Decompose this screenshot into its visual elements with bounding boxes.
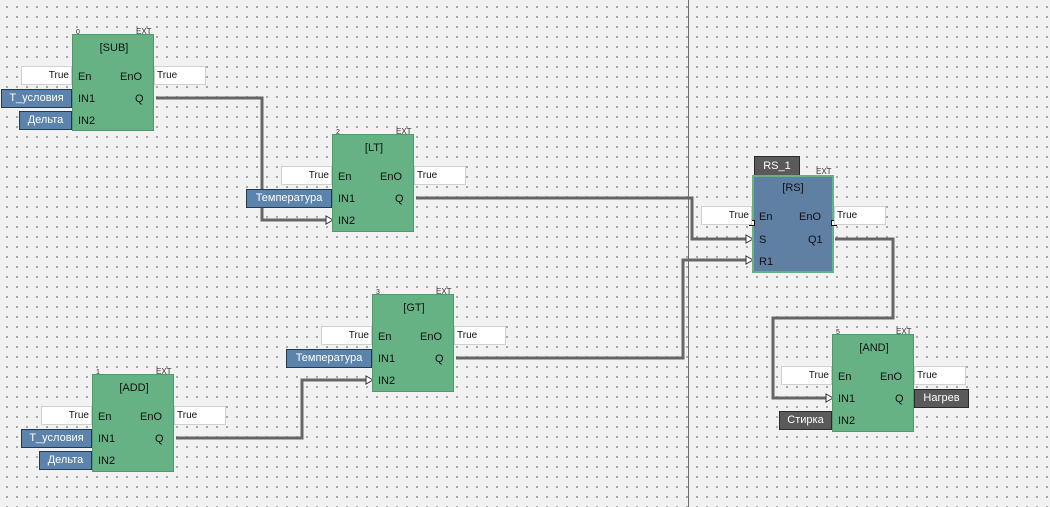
pin-in1: IN1 — [98, 433, 116, 445]
gt-in1-variable[interactable]: Температура — [286, 349, 372, 368]
and-en-value-field[interactable]: True — [781, 366, 832, 385]
and-q-output-variable[interactable]: Нагрев — [914, 389, 969, 408]
rs-ext-label: EXT — [816, 167, 832, 176]
lt-block[interactable]: 2 EXT [LT] En EnO IN1 Q IN2 — [332, 128, 414, 232]
pin-en: En — [759, 211, 773, 223]
pin-en: En — [78, 71, 92, 83]
input-arrow-rs-s — [745, 234, 755, 244]
wire-gt-q-to-rs-r1 — [456, 258, 746, 360]
block-index: 1 — [96, 369, 100, 376]
add-in2-variable[interactable]: Дельта — [39, 451, 92, 470]
pin-en: En — [838, 371, 852, 383]
pin-in1: IN1 — [338, 193, 356, 205]
pin-in2: IN2 — [838, 415, 856, 427]
block-title: [AND] — [859, 342, 889, 354]
wire-lt-q-to-rs-s — [416, 196, 746, 241]
wire-rs-q1-to-and-in1 — [771, 237, 895, 400]
pin-eno: EnO — [880, 371, 903, 383]
pin-eno: EnO — [420, 331, 443, 343]
lt-in1-variable[interactable]: Температура — [246, 189, 332, 208]
gt-en-value-field[interactable]: True — [321, 326, 372, 345]
input-arrow-rs-r1 — [745, 255, 755, 265]
block-index: 0 — [76, 29, 80, 36]
sub-eno-value-field[interactable]: True — [154, 66, 206, 85]
add-in1-variable[interactable]: T_условия — [21, 429, 92, 448]
block-ext-label: EXT — [896, 327, 912, 336]
block-index: 2 — [336, 129, 340, 136]
pin-in2: IN2 — [98, 455, 116, 467]
block-ext-label: EXT — [136, 27, 152, 36]
block-title: [LT] — [364, 142, 384, 154]
page-divider-line — [688, 0, 689, 507]
pin-en: En — [338, 171, 352, 183]
pin-q: Q — [435, 353, 444, 365]
pin-r1: R1 — [759, 256, 774, 268]
input-arrow-lt-in2 — [325, 215, 335, 225]
pin-in2: IN2 — [378, 375, 396, 387]
pin-q: Q — [135, 93, 144, 105]
pin-eno: EnO — [799, 211, 822, 223]
pin-q: Q — [155, 433, 164, 445]
input-arrow-gt-in2 — [365, 375, 375, 385]
block-ext-label: EXT — [156, 367, 172, 376]
wire-add-q-to-gt-in2 — [176, 378, 366, 440]
sub-block[interactable]: 0 EXT [SUB] En EnO IN1 Q IN2 — [72, 28, 154, 131]
pin-q1: Q1 — [808, 234, 823, 246]
pin-eno: EnO — [120, 71, 143, 83]
block-title: [RS] — [782, 182, 804, 194]
and-block[interactable]: 5 EXT [AND] En EnO IN1 Q IN2 — [832, 328, 914, 432]
block-index: 5 — [836, 329, 840, 336]
pin-in2: IN2 — [338, 215, 356, 227]
block-index: 3 — [376, 289, 380, 296]
and-eno-value-field[interactable]: True — [914, 366, 966, 385]
pin-in1: IN1 — [78, 93, 96, 105]
block-ext-label: EXT — [396, 127, 412, 136]
sub-in1-variable[interactable]: T_условия — [1, 89, 72, 108]
rs-block[interactable]: [RS] En EnO S Q1 R1 — [752, 175, 834, 273]
rs-en-value-field[interactable]: True — [701, 206, 752, 225]
pin-eno: EnO — [140, 411, 163, 423]
pin-eno: EnO — [380, 171, 403, 183]
pin-en: En — [98, 411, 112, 423]
and-in2-variable[interactable]: Стирка — [779, 411, 832, 430]
pin-en: En — [378, 331, 392, 343]
add-block[interactable]: 1 EXT [ADD] En EnO IN1 Q IN2 — [92, 368, 174, 472]
pin-s: S — [759, 234, 767, 246]
lt-en-value-field[interactable]: True — [281, 166, 332, 185]
block-title: [ADD] — [119, 382, 149, 394]
gt-eno-value-field[interactable]: True — [454, 326, 506, 345]
rs-instance-tag[interactable]: RS_1 — [754, 156, 800, 176]
pin-in1: IN1 — [378, 353, 396, 365]
input-arrow-and-in1 — [825, 393, 835, 403]
pin-q: Q — [395, 193, 404, 205]
block-title: [SUB] — [99, 42, 129, 54]
rs-eno-value-field[interactable]: True — [834, 206, 886, 225]
add-eno-value-field[interactable]: True — [174, 406, 226, 425]
pin-q: Q — [895, 393, 904, 405]
pin-in1: IN1 — [838, 393, 856, 405]
pin-in2: IN2 — [78, 115, 96, 127]
gt-block[interactable]: 3 EXT [GT] En EnO IN1 Q IN2 — [372, 288, 454, 392]
add-en-value-field[interactable]: True — [41, 406, 92, 425]
block-title: [GT] — [403, 302, 425, 314]
sub-in2-variable[interactable]: Дельта — [19, 111, 72, 130]
lt-eno-value-field[interactable]: True — [414, 166, 466, 185]
sub-en-value-field[interactable]: True — [21, 66, 72, 85]
wire-sub-q-to-lt-in2 — [156, 96, 326, 222]
block-ext-label: EXT — [436, 287, 452, 296]
